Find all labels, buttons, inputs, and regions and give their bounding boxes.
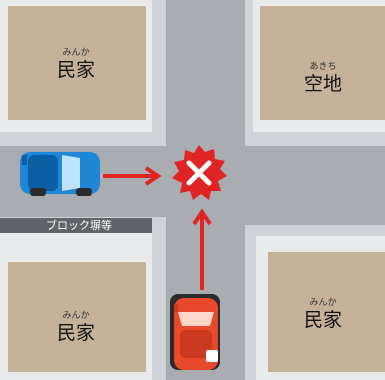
red-car bbox=[170, 294, 220, 370]
label-bottom-left-ruby: みんか bbox=[62, 311, 90, 321]
blue-car bbox=[20, 152, 100, 196]
label-bottom-right: 民家 bbox=[303, 309, 342, 331]
block-bottom-right bbox=[245, 225, 385, 380]
wall-label: ブロック塀等 bbox=[46, 219, 112, 232]
label-top-right: 空地 bbox=[303, 73, 342, 95]
collision-x-icon bbox=[172, 145, 227, 200]
label-bottom-right-ruby: みんか bbox=[309, 298, 337, 308]
arrow-blue-car bbox=[103, 166, 162, 186]
block-top-right bbox=[245, 0, 385, 146]
label-top-right-ruby: あきち bbox=[309, 62, 337, 72]
arrow-red-car bbox=[192, 208, 212, 290]
label-top-left: 民家 bbox=[56, 59, 95, 81]
block-wall bbox=[0, 218, 152, 233]
block-bottom-left bbox=[0, 217, 166, 380]
block-top-left bbox=[0, 0, 166, 146]
label-top-left-ruby: みんか bbox=[62, 48, 90, 58]
label-bottom-left: 民家 bbox=[56, 322, 95, 344]
